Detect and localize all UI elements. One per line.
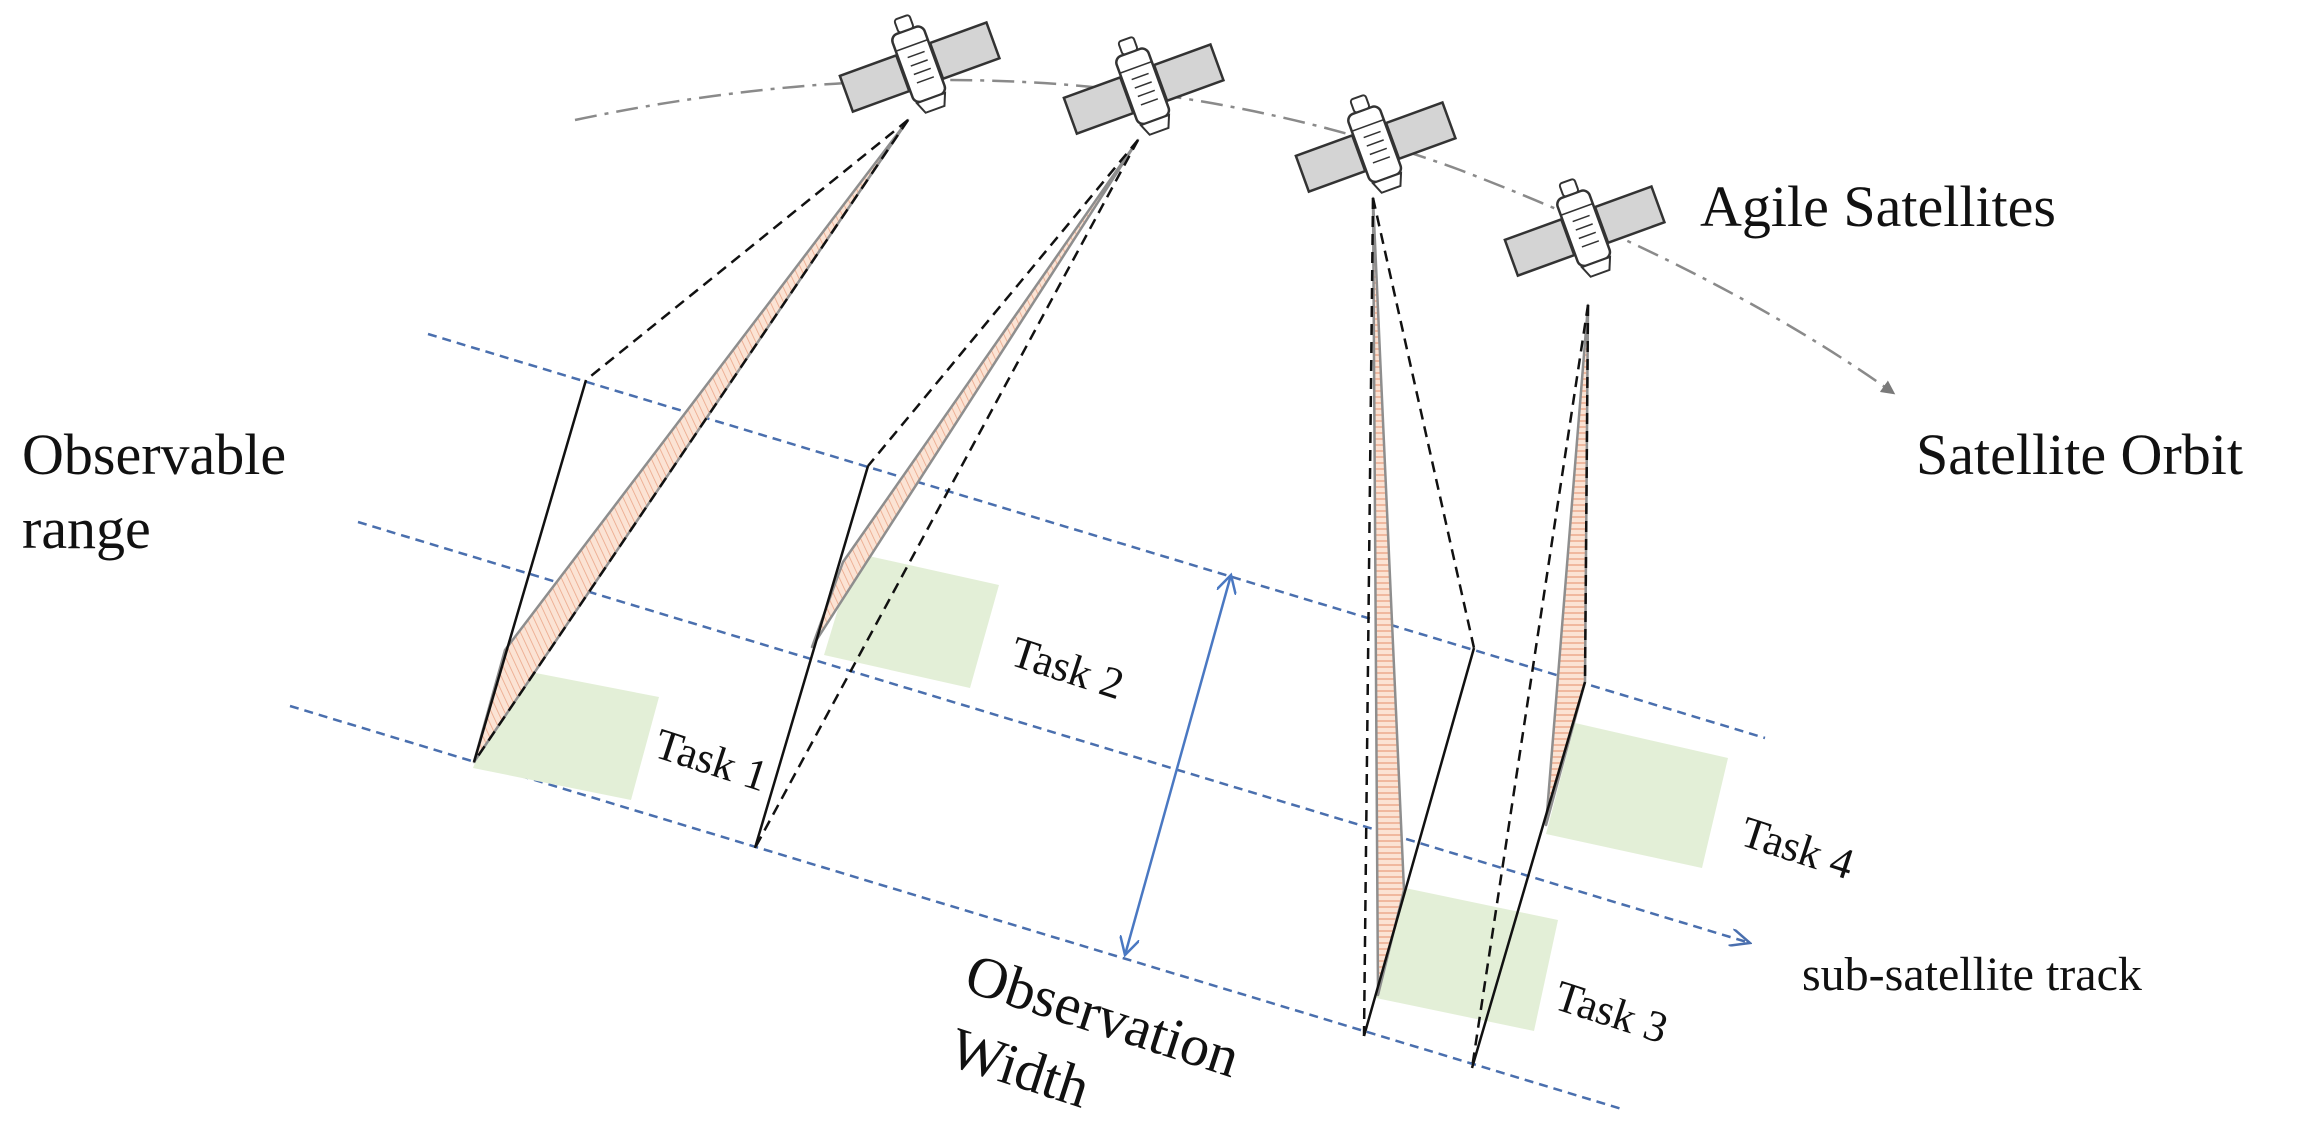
observable-range-label-line2: range [22, 496, 151, 561]
observable-range-label-line1: Observable [22, 422, 286, 487]
task-areas [473, 553, 1728, 1031]
task-2-label: Task 2 [1005, 627, 1130, 709]
satellite-orbit-label: Satellite Orbit [1916, 422, 2243, 487]
agile-satellites-label: Agile Satellites [1700, 174, 2056, 239]
beam-task-2 [810, 138, 1140, 649]
task-3-area [1376, 888, 1558, 1031]
sub-satellite-track-label: sub-satellite track [1802, 948, 2142, 1001]
observable-range-dashed-lines [472, 119, 1590, 1069]
satellite-1-icon [838, 14, 1002, 114]
satellite-3-icon [1294, 94, 1458, 194]
task-4-area [1546, 723, 1728, 868]
satellite-4-icon [1503, 178, 1667, 278]
task-1-label: Task 1 [649, 719, 774, 801]
upper-boundary-line [427, 332, 1766, 740]
task-1-area [473, 668, 659, 800]
task-3-label: Task 3 [1549, 971, 1674, 1053]
satellite-2-icon [1062, 36, 1226, 136]
observable-range-lines [472, 379, 1587, 1069]
satellite-orbit-line [574, 78, 1896, 395]
observation-width-arrow [1125, 575, 1231, 955]
observation-beams [472, 118, 1590, 997]
task-4-label: Task 4 [1735, 807, 1860, 889]
task-2-area [824, 553, 999, 688]
beam-task-3 [1371, 196, 1406, 997]
